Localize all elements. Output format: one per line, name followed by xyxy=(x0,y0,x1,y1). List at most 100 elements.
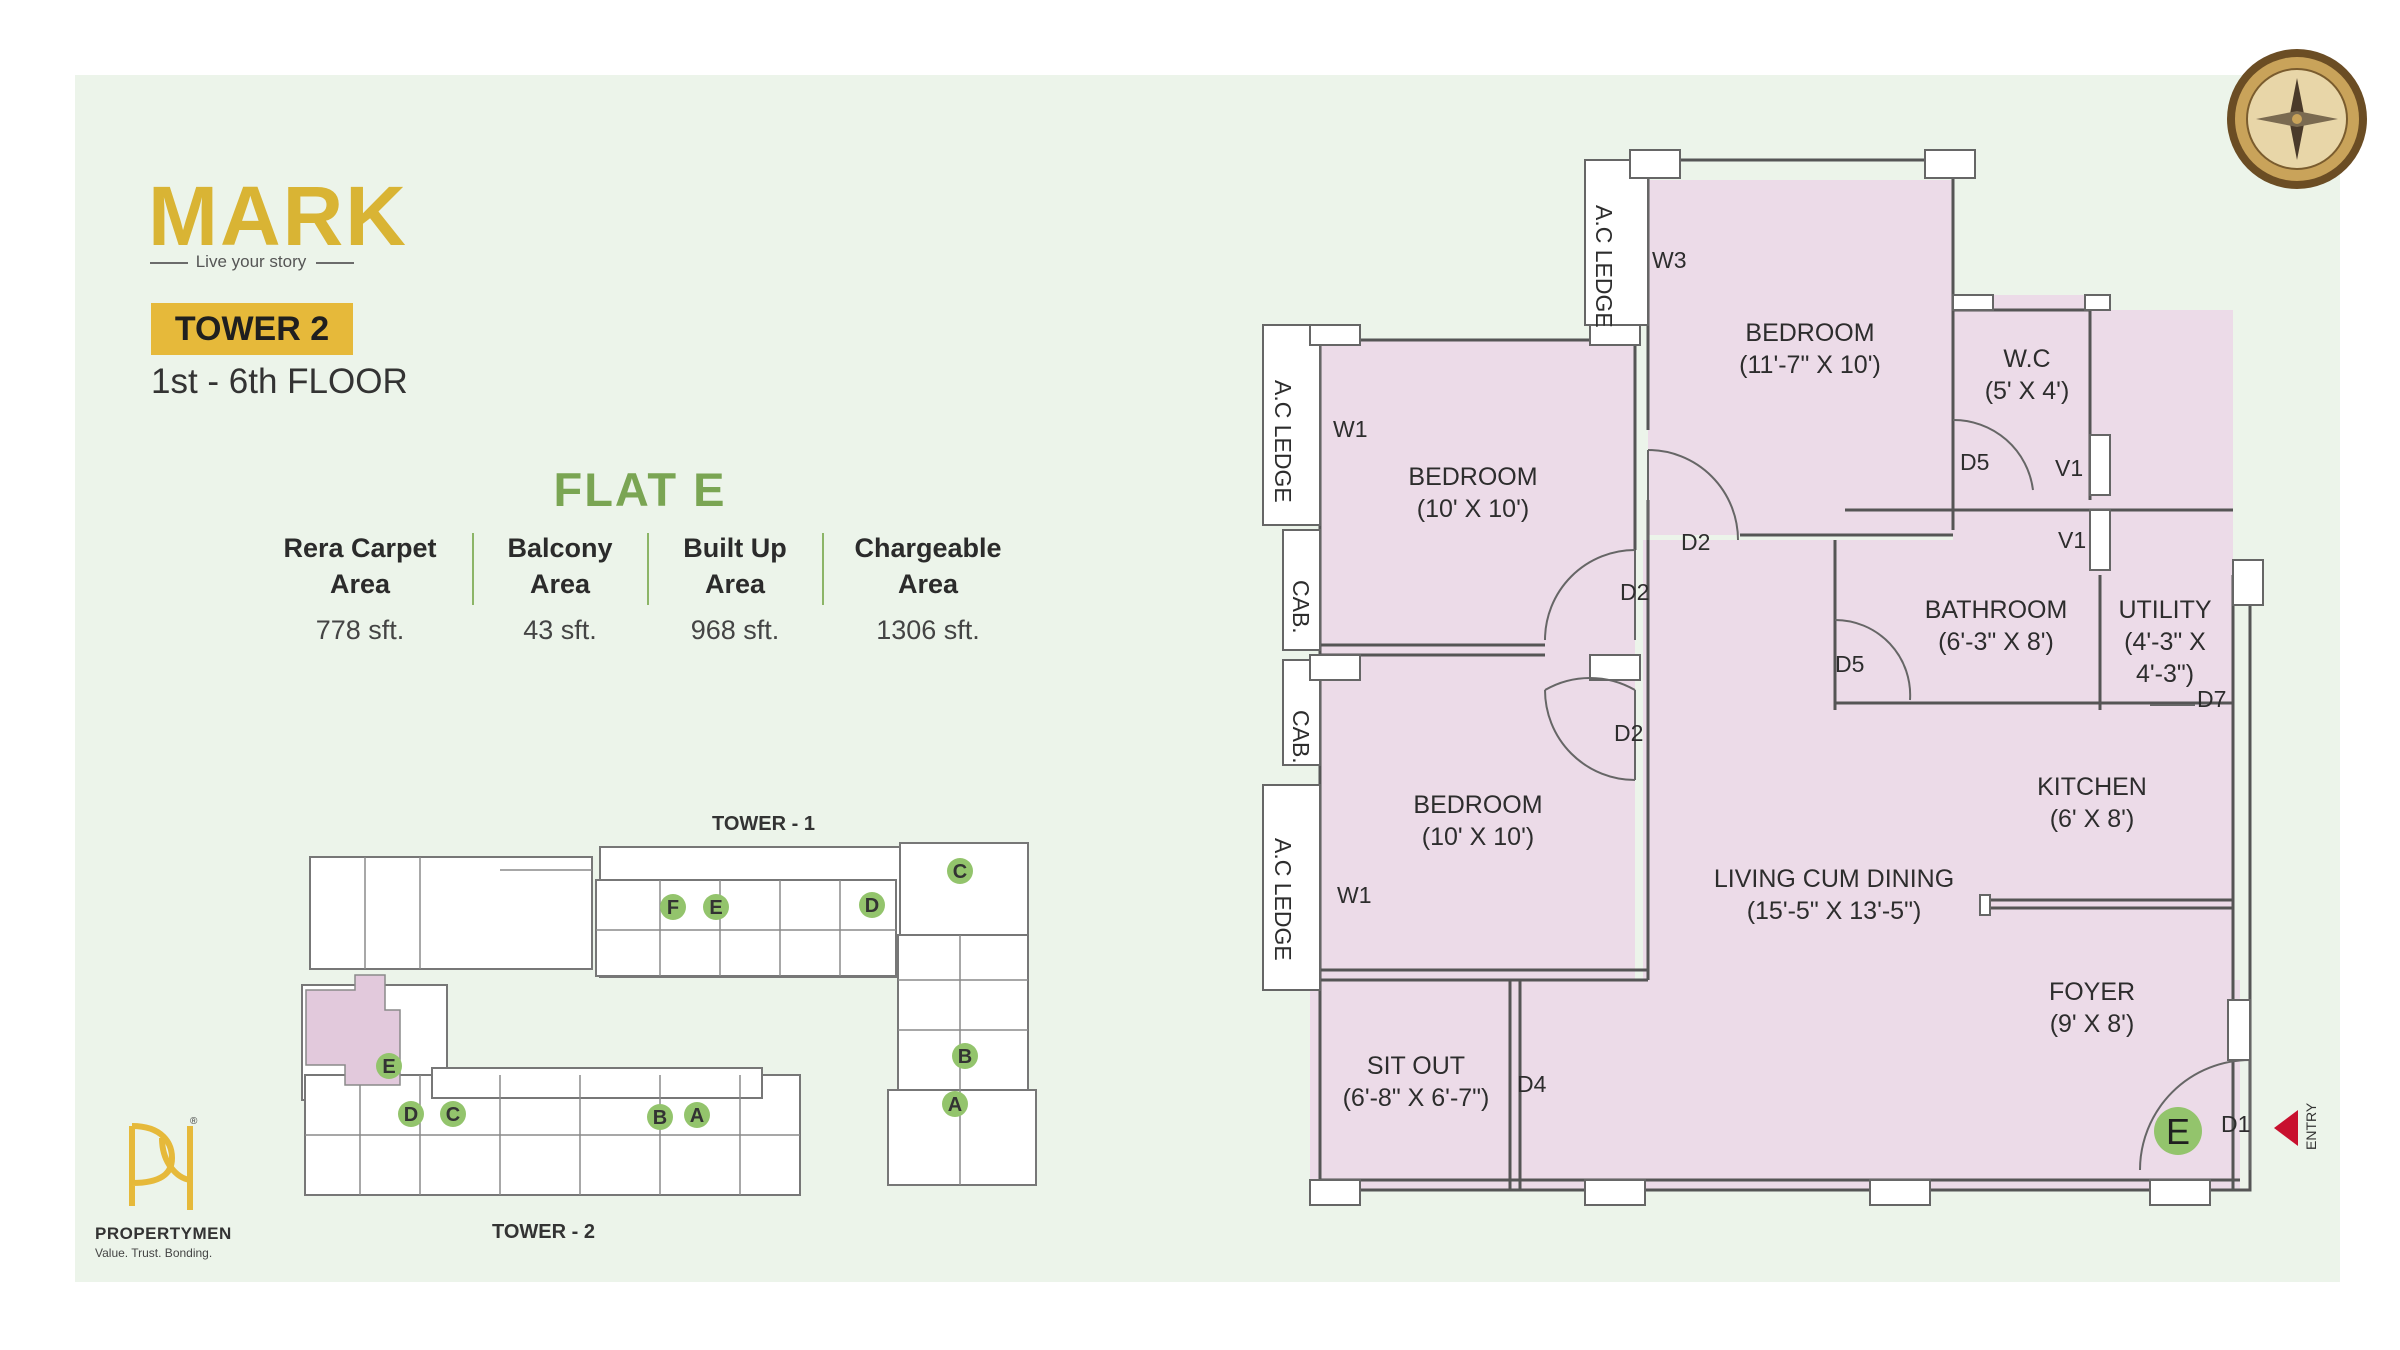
room-size: (15'-5" X 13'-5") xyxy=(1747,897,1922,925)
flat-badge-label: E xyxy=(2166,1111,2190,1152)
flat-marker xyxy=(440,1101,466,1127)
compass-icon xyxy=(2227,49,2367,189)
flat-marker-label: D xyxy=(404,1104,418,1126)
room-size: (6' X 8') xyxy=(2050,805,2135,833)
area-divider xyxy=(822,533,824,605)
registered-mark: ® xyxy=(190,1116,198,1127)
tagline-rule-right xyxy=(316,262,354,264)
ac-ledge-label: A.C LEDGE xyxy=(1270,380,1296,503)
room-size: (10' X 10') xyxy=(1417,495,1529,523)
flat-marker xyxy=(376,1053,402,1079)
cabinet-label: CAB. xyxy=(1288,580,1314,634)
tower-2-label: TOWER - 2 xyxy=(492,1221,595,1243)
room-name: BATHROOM xyxy=(1925,596,2068,624)
flat-marker xyxy=(947,858,973,884)
vent-marker: V1 xyxy=(2055,455,2083,481)
area-value: 778 sft. xyxy=(315,615,405,645)
flat-marker-label: A xyxy=(948,1094,962,1116)
window-marker: W1 xyxy=(1337,882,1372,908)
vent-marker: V1 xyxy=(2058,527,2086,553)
room-size: (11'-7" X 10') xyxy=(1739,351,1881,379)
flat-marker xyxy=(398,1101,424,1127)
door-marker: D5 xyxy=(1835,651,1864,677)
room-size: (6'-8" X 6'-7") xyxy=(1343,1084,1490,1112)
developer-name: PROPERTYMEN xyxy=(95,1224,232,1243)
area-stat: Balcony Area 43 sft. xyxy=(478,530,642,648)
flat-marker xyxy=(684,1102,710,1128)
floor-plan-windows xyxy=(1262,149,2264,1206)
room-name: BEDROOM xyxy=(1745,319,1874,347)
opening-markers: W3 W1 W1 D2 D2 D2 D5 D5 V1 V1 D7 D4 D1 xyxy=(1333,247,2250,1137)
room-size: 4'-3") xyxy=(2136,660,2194,688)
area-value: 43 sft. xyxy=(523,615,597,645)
flat-marker xyxy=(859,892,885,918)
door-marker: D1 xyxy=(2221,1111,2250,1137)
window-marker: W3 xyxy=(1652,247,1687,273)
flat-marker-label: E xyxy=(382,1056,395,1078)
key-plan-internal-walls xyxy=(305,857,1028,1195)
ac-ledge-label: A.C LEDGE xyxy=(1591,205,1617,328)
floor-range: 1st - 6th FLOOR xyxy=(151,362,408,401)
entry-arrow-icon xyxy=(2274,1110,2298,1146)
flat-marker xyxy=(647,1104,673,1130)
area-stat: Built Up Area 968 sft. xyxy=(653,530,817,648)
room-labels: BEDROOM (11'-7" X 10') W.C (5' X 4') BED… xyxy=(1343,319,2212,1112)
developer-tagline: Value. Trust. Bonding. xyxy=(95,1246,213,1260)
area-label: Balcony Area xyxy=(507,533,613,599)
propertymen-logo-icon xyxy=(129,1123,193,1210)
door-marker: D2 xyxy=(1620,579,1649,605)
room-size: (6'-3" X 8') xyxy=(1938,628,2054,656)
flat-marker-label: F xyxy=(667,897,679,919)
area-label: Built Up Area xyxy=(683,533,787,599)
door-marker: D2 xyxy=(1614,720,1643,746)
logo-tagline: Live your story xyxy=(195,252,307,271)
door-marker: D4 xyxy=(1517,1071,1547,1097)
door-marker: D7 xyxy=(2197,686,2226,712)
flat-marker-label: C xyxy=(446,1104,460,1126)
cabinet-label: CAB. xyxy=(1288,710,1314,764)
project-logo: MARK xyxy=(148,169,408,263)
room-name: SIT OUT xyxy=(1367,1052,1465,1080)
entry-label: ENTRY xyxy=(2303,1102,2319,1150)
flat-marker-label: E xyxy=(709,897,722,919)
area-value: 968 sft. xyxy=(690,615,780,645)
window-marker: W1 xyxy=(1333,416,1368,442)
flat-marker-label: C xyxy=(953,861,967,883)
flat-marker-label: A xyxy=(690,1105,704,1127)
area-value: 1306 sft. xyxy=(876,615,980,645)
flat-marker-label: D xyxy=(865,895,879,917)
room-name: BEDROOM xyxy=(1408,463,1537,491)
flat-title: FLAT E xyxy=(553,463,727,516)
flat-marker xyxy=(660,894,686,920)
area-label: Rera Carpet Area xyxy=(283,533,437,599)
tower-badge: TOWER 2 xyxy=(151,303,353,355)
key-plan-markers: C F E D B A E D C B A xyxy=(376,858,978,1130)
room-size: (9' X 8') xyxy=(2050,1010,2135,1038)
flat-marker-label: B xyxy=(958,1046,972,1068)
flat-marker-label: B xyxy=(653,1107,667,1129)
room-size: (5' X 4') xyxy=(1985,377,2070,405)
area-stat: Rera Carpet Area 778 sft. xyxy=(255,530,465,648)
area-label: Chargeable Area xyxy=(854,533,1002,599)
door-swings xyxy=(1544,418,2251,1171)
area-divider xyxy=(647,533,649,605)
room-name: UTILITY xyxy=(2118,596,2211,624)
tagline-rule-left xyxy=(150,262,188,264)
room-size: (4'-3" X xyxy=(2124,628,2206,656)
tower-1-label: TOWER - 1 xyxy=(712,813,815,835)
highlighted-flat xyxy=(305,974,401,1086)
door-marker: D5 xyxy=(1960,449,1989,475)
ac-ledge-label: A.C LEDGE xyxy=(1270,838,1296,961)
area-stat: Chargeable Area 1306 sft. xyxy=(828,530,1028,648)
flat-marker xyxy=(942,1091,968,1117)
flat-marker xyxy=(952,1043,978,1069)
door-marker: D2 xyxy=(1681,529,1710,555)
room-name: W.C xyxy=(2003,345,2050,373)
room-name: FOYER xyxy=(2049,978,2135,1006)
room-size: (10' X 10') xyxy=(1422,823,1534,851)
flat-badge xyxy=(2154,1107,2202,1155)
room-name: KITCHEN xyxy=(2037,773,2147,801)
area-divider xyxy=(472,533,474,605)
